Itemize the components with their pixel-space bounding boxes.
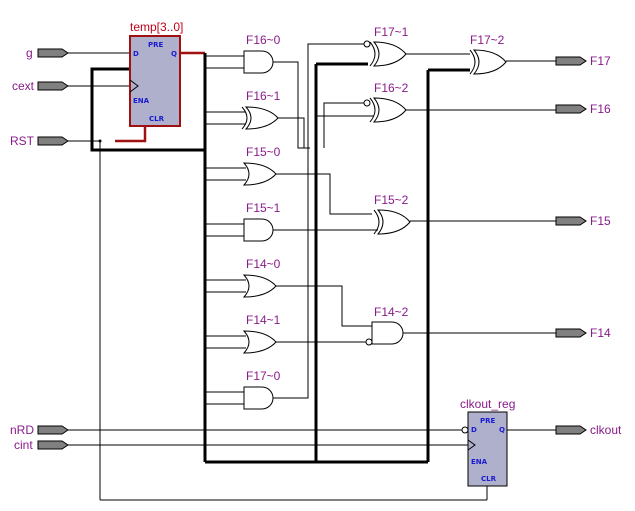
gate-f16-2-xor[interactable]: F16~2 xyxy=(316,81,556,148)
register-feedback-red-wires xyxy=(115,51,205,143)
svg-text:F14~0: F14~0 xyxy=(246,257,281,271)
svg-text:cext: cext xyxy=(12,79,35,93)
svg-text:D: D xyxy=(471,426,477,434)
register-temp-title: temp[3..0] xyxy=(130,20,183,34)
buses xyxy=(90,53,470,464)
svg-text:F17: F17 xyxy=(590,54,611,68)
svg-text:RST: RST xyxy=(10,134,35,148)
svg-text:F15~1: F15~1 xyxy=(246,201,281,215)
gate-f14-2-and[interactable]: F14~2 xyxy=(365,305,556,346)
gate-f17-0-and[interactable]: F17~0 xyxy=(205,43,368,410)
gate-f16-0-and[interactable]: F16~0 xyxy=(205,33,304,149)
svg-text:F17~0: F17~0 xyxy=(246,369,281,383)
svg-text:CLR: CLR xyxy=(481,475,497,483)
svg-text:F16: F16 xyxy=(590,102,611,116)
svg-text:Q: Q xyxy=(499,426,505,434)
junction-dots xyxy=(98,54,318,406)
svg-text:cint: cint xyxy=(14,438,33,452)
input-port-cext[interactable]: cext xyxy=(12,79,69,93)
register-clkout[interactable]: clkout_reg PRE D Q ENA CLR xyxy=(460,397,556,487)
input-port-cint[interactable]: cint xyxy=(14,438,69,452)
input-port-nrd[interactable]: nRD xyxy=(10,423,69,437)
gate-f17-2-xor[interactable]: F17~2 xyxy=(469,33,556,75)
gate-f15-0-or[interactable]: F15~0 xyxy=(205,145,372,215)
output-port-f16[interactable]: F16 xyxy=(555,102,611,116)
svg-text:F16~0: F16~0 xyxy=(246,33,281,47)
svg-text:F17~2: F17~2 xyxy=(470,33,505,47)
gate-f15-1-and[interactable]: F15~1 xyxy=(205,201,352,242)
svg-text:nRD: nRD xyxy=(10,423,34,437)
svg-text:F15~2: F15~2 xyxy=(374,193,409,207)
svg-text:PRE: PRE xyxy=(148,41,164,49)
svg-text:g: g xyxy=(26,46,33,60)
gate-f14-0-or[interactable]: F14~0 xyxy=(205,257,372,327)
svg-text:F14: F14 xyxy=(590,326,611,340)
svg-text:PRE: PRE xyxy=(480,417,496,425)
svg-text:Q: Q xyxy=(171,50,177,58)
gate-f17-1-xor[interactable]: F17~1 xyxy=(363,25,470,67)
input-port-rst[interactable]: RST xyxy=(10,134,69,148)
svg-text:D: D xyxy=(133,50,139,58)
input-wires xyxy=(68,52,488,501)
register-clkout-title: clkout_reg xyxy=(460,397,515,411)
svg-text:F17~1: F17~1 xyxy=(374,25,409,39)
gate-f14-1-or[interactable]: F14~1 xyxy=(205,313,368,354)
gate-f16-1-xor[interactable]: F16~1 xyxy=(205,89,310,149)
svg-text:ENA: ENA xyxy=(471,458,488,466)
input-port-g[interactable]: g xyxy=(26,46,69,60)
svg-text:F15~0: F15~0 xyxy=(246,145,281,159)
svg-text:ENA: ENA xyxy=(133,97,150,105)
svg-text:F16~2: F16~2 xyxy=(374,81,409,95)
register-temp[interactable]: temp[3..0] PRE D Q ENA CLR xyxy=(129,20,183,127)
svg-text:clkout: clkout xyxy=(590,423,622,437)
output-port-f15[interactable]: F15 xyxy=(555,214,611,228)
svg-text:CLR: CLR xyxy=(149,115,165,123)
register-clkout-body xyxy=(467,411,508,487)
svg-text:F14~2: F14~2 xyxy=(374,305,409,319)
output-port-clkout[interactable]: clkout xyxy=(555,423,622,437)
svg-text:F16~1: F16~1 xyxy=(246,89,281,103)
gate-f15-2-xor[interactable]: F15~2 xyxy=(352,193,556,235)
output-port-f14[interactable]: F14 xyxy=(555,326,611,340)
output-port-f17[interactable]: F17 xyxy=(555,54,611,68)
svg-text:F15: F15 xyxy=(590,214,611,228)
svg-text:F14~1: F14~1 xyxy=(246,313,281,327)
